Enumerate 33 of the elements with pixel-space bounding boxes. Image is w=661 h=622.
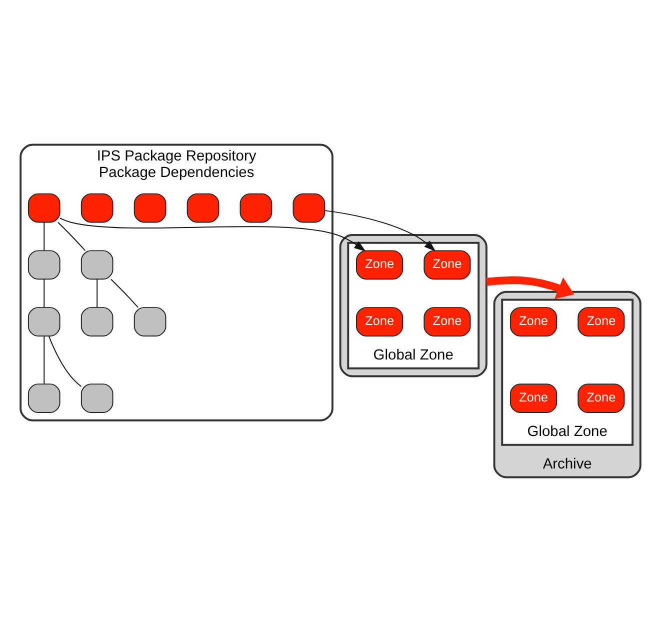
node-box — [28, 307, 60, 336]
node-box: Zone — [356, 307, 404, 336]
node-box — [28, 193, 60, 223]
connector — [48, 336, 82, 387]
cluster — [339, 234, 488, 378]
arrow — [59, 218, 366, 252]
arrow — [324, 210, 436, 252]
node-box — [186, 193, 220, 223]
node-box: Zone — [424, 250, 471, 280]
node-box: Zone — [424, 307, 471, 336]
node-box — [134, 193, 166, 223]
cluster: IPS Package Repository Package Dependencies — [20, 144, 334, 422]
node-box — [292, 193, 326, 223]
node-box — [80, 193, 114, 223]
node-box — [134, 307, 166, 336]
node-box — [80, 384, 114, 413]
node-box — [80, 307, 114, 336]
connector — [110, 278, 139, 308]
node-box: Zone — [510, 307, 558, 336]
node-box — [80, 250, 114, 280]
node-box: Zone — [578, 384, 625, 413]
arrow — [486, 276, 574, 300]
connector — [44, 222, 45, 251]
node-box: Zone — [578, 307, 625, 336]
connector — [96, 278, 98, 308]
connector — [44, 336, 45, 384]
node-box — [240, 193, 272, 223]
node-box: Zone — [356, 250, 404, 280]
node-box: Zone — [510, 384, 558, 413]
connector — [58, 222, 86, 252]
node-box — [28, 250, 60, 280]
connector — [44, 278, 45, 308]
node-box — [28, 384, 60, 413]
